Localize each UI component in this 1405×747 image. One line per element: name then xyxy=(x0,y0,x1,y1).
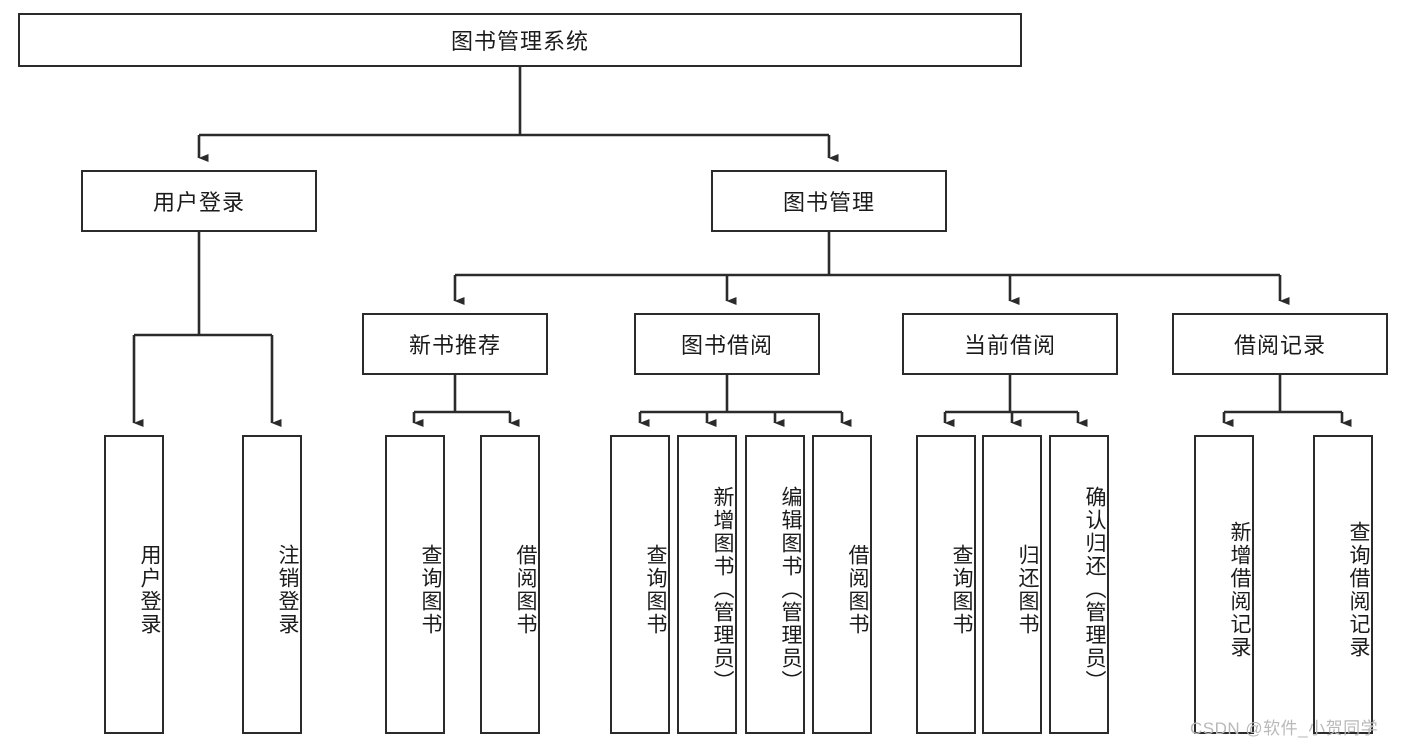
node-label: 查询图书 xyxy=(950,543,973,636)
node-label: 查询图书 xyxy=(644,543,667,636)
leaf-query-borrow-record[interactable]: 查询借阅记录 xyxy=(1313,435,1373,734)
leaf-confirm-return-admin[interactable]: 确认归还（管理员） xyxy=(1049,435,1109,734)
node-label: 新书推荐 xyxy=(408,333,501,358)
node-label: 用户登录 xyxy=(138,543,161,636)
leaf-borrow-books-new[interactable]: 借阅图书 xyxy=(480,435,540,734)
leaf-add-book-admin[interactable]: 新增图书（管理员） xyxy=(677,435,737,734)
node-label: 编辑图书（管理员） xyxy=(779,486,802,693)
node-label: 当前借阅 xyxy=(963,333,1056,358)
leaf-add-borrow-record[interactable]: 新增借阅记录 xyxy=(1194,435,1254,734)
leaf-user-logout[interactable]: 注销登录 xyxy=(242,435,302,734)
leaf-query-books-new[interactable]: 查询图书 xyxy=(385,435,445,734)
node-label: 注销登录 xyxy=(276,543,299,636)
node-user-login[interactable]: 用户登录 xyxy=(81,170,317,232)
node-book-borrow[interactable]: 图书借阅 xyxy=(634,313,820,375)
node-label: 借阅记录 xyxy=(1233,333,1326,358)
leaf-user-login[interactable]: 用户登录 xyxy=(104,435,164,734)
node-label: 查询图书 xyxy=(419,543,442,636)
csdn-watermark: CSDN @软件_小贺同学 xyxy=(1190,719,1379,738)
node-label: 归还图书 xyxy=(1016,543,1039,636)
node-label: 确认归还（管理员） xyxy=(1083,486,1106,693)
leaf-query-books-current[interactable]: 查询图书 xyxy=(916,435,976,734)
node-label: 用户登录 xyxy=(152,190,245,215)
leaf-edit-book-admin[interactable]: 编辑图书（管理员） xyxy=(745,435,805,734)
node-label: 图书借阅 xyxy=(680,333,773,358)
node-label: 借阅图书 xyxy=(514,543,537,636)
node-book-management[interactable]: 图书管理 xyxy=(711,170,947,232)
leaf-return-book[interactable]: 归还图书 xyxy=(982,435,1042,734)
node-root-system[interactable]: 图书管理系统 xyxy=(18,13,1022,67)
node-label: 新增借阅记录 xyxy=(1228,520,1251,659)
node-label: 图书管理系统 xyxy=(450,29,589,54)
leaf-query-books-borrow[interactable]: 查询图书 xyxy=(610,435,670,734)
leaf-borrow-book[interactable]: 借阅图书 xyxy=(812,435,872,734)
node-borrow-records[interactable]: 借阅记录 xyxy=(1172,313,1388,375)
node-label: 图书管理 xyxy=(782,190,875,215)
node-label: 新增图书（管理员） xyxy=(711,486,734,693)
node-label: 查询借阅记录 xyxy=(1347,520,1370,659)
node-label: 借阅图书 xyxy=(846,543,869,636)
node-current-borrow[interactable]: 当前借阅 xyxy=(902,313,1118,375)
node-new-book-recommend[interactable]: 新书推荐 xyxy=(362,313,548,375)
